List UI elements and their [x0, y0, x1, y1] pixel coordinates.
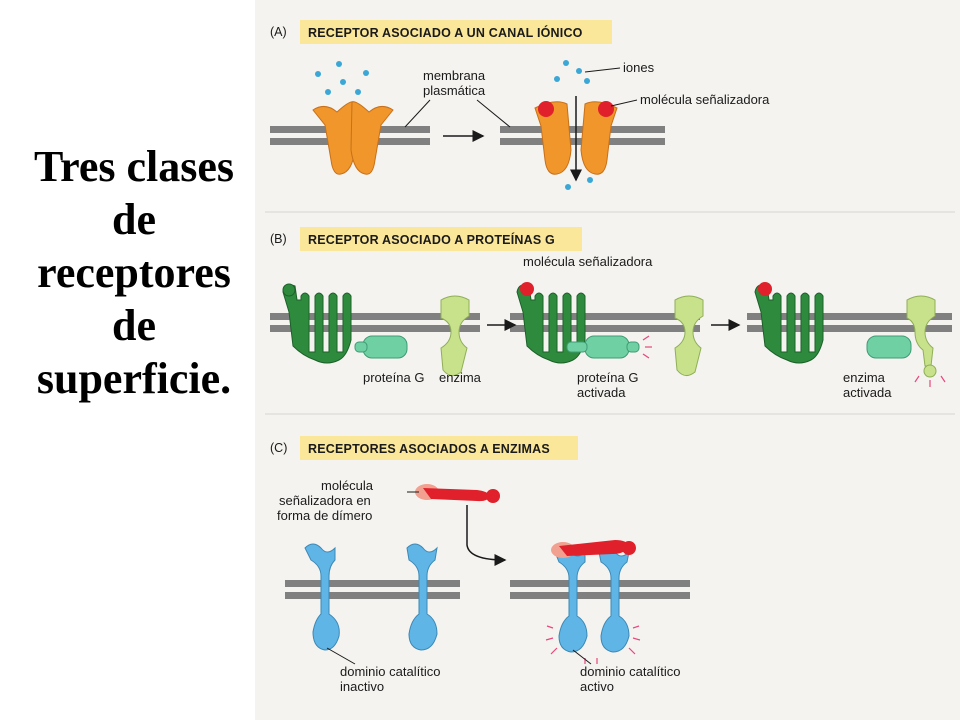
label-membrana: membrana — [423, 68, 486, 83]
panel-a-banner-text: RECEPTOR ASOCIADO A UN CANAL IÓNICO — [308, 25, 583, 40]
label-molecula-senalizadora-b: molécula señalizadora — [523, 254, 653, 269]
enzyme — [440, 295, 470, 376]
leader-line — [404, 99, 431, 128]
label-proteina-g-activada-2: activada — [577, 385, 626, 400]
leader-line — [572, 649, 592, 665]
panel-c-banner — [300, 436, 578, 460]
g-protein-activated — [566, 335, 640, 359]
signal-dimer — [415, 484, 500, 503]
panel-b-banner — [300, 227, 582, 251]
ions-flowing — [554, 60, 593, 190]
title-line: de — [112, 301, 156, 350]
enzyme — [674, 295, 704, 376]
ion-channel-closed — [312, 101, 394, 175]
label-plasmatica: plasmática — [423, 83, 486, 98]
label-enzima-activada-1: enzima — [843, 370, 886, 385]
title-line: receptores — [37, 248, 231, 297]
panel-c: (C) RECEPTORES ASOCIADOS A ENZIMAS moléc… — [270, 436, 690, 694]
ion-channel-open — [534, 101, 618, 175]
activation-glow — [545, 625, 641, 664]
label-molecula-senalizadora: molécula señalizadora — [640, 92, 770, 107]
leader-line — [610, 99, 638, 107]
label-iones: iones — [623, 60, 655, 75]
panel-a: (A) RECEPTOR ASOCIADO A UN CANAL IÓNICO … — [270, 20, 770, 190]
label-dominio-activo-1: dominio catalítico — [580, 664, 680, 679]
label-dimer-2: señalizadora en — [279, 493, 371, 508]
panel-b-banner-text: RECEPTOR ASOCIADO A PROTEÍNAS G — [308, 232, 555, 247]
enzyme-receptor-active — [554, 547, 630, 653]
panel-b-letter: (B) — [270, 232, 287, 246]
label-dimer-3: forma de dímero — [277, 508, 372, 523]
label-enzima-activada-2: activada — [843, 385, 892, 400]
label-dominio-inactivo-1: dominio catalítico — [340, 664, 440, 679]
label-dominio-inactivo-2: inactivo — [340, 679, 384, 694]
title-line: Tres clases — [34, 142, 234, 191]
title-line: superficie. — [36, 354, 232, 403]
plasma-membrane — [270, 313, 952, 332]
signal-molecule — [520, 282, 534, 296]
label-proteina-g: proteína G — [363, 370, 424, 385]
enzyme-receptor-inactive — [304, 543, 438, 651]
receptor-diagram: (A) RECEPTOR ASOCIADO A UN CANAL IÓNICO … — [255, 0, 960, 720]
activation-glow — [642, 335, 652, 359]
g-protein — [354, 335, 408, 359]
transition-arrow — [466, 505, 507, 566]
label-enzima: enzima — [439, 370, 482, 385]
g-protein-receptor — [282, 283, 352, 364]
leader-line — [326, 647, 356, 665]
panel-b: (B) RECEPTOR ASOCIADO A PROTEÍNAS G prot… — [270, 227, 952, 400]
slide-title: Tres clases de receptores de superficie. — [0, 140, 268, 405]
enzyme-activated — [906, 295, 937, 378]
ions-outside — [315, 61, 369, 95]
signal-molecule — [538, 101, 614, 117]
panel-c-letter: (C) — [270, 441, 287, 455]
leader-line — [584, 67, 621, 73]
receptor-figure: (A) RECEPTOR ASOCIADO A UN CANAL IÓNICO … — [255, 0, 960, 720]
panel-a-banner — [300, 20, 612, 44]
signal-molecule — [758, 282, 772, 296]
activation-glow — [914, 375, 946, 387]
label-dimer-1: molécula — [321, 478, 374, 493]
panel-c-banner-text: RECEPTORES ASOCIADOS A ENZIMAS — [308, 442, 550, 456]
label-dominio-activo-2: activo — [580, 679, 614, 694]
leader-line — [476, 99, 511, 128]
plasma-membrane — [285, 580, 690, 599]
label-proteina-g-activada-1: proteína G — [577, 370, 638, 385]
signal-dimer-bound — [551, 540, 636, 558]
title-line: de — [112, 195, 156, 244]
g-protein-activated — [866, 335, 912, 359]
panel-a-letter: (A) — [270, 25, 287, 39]
g-protein-receptor-bound — [754, 284, 824, 364]
